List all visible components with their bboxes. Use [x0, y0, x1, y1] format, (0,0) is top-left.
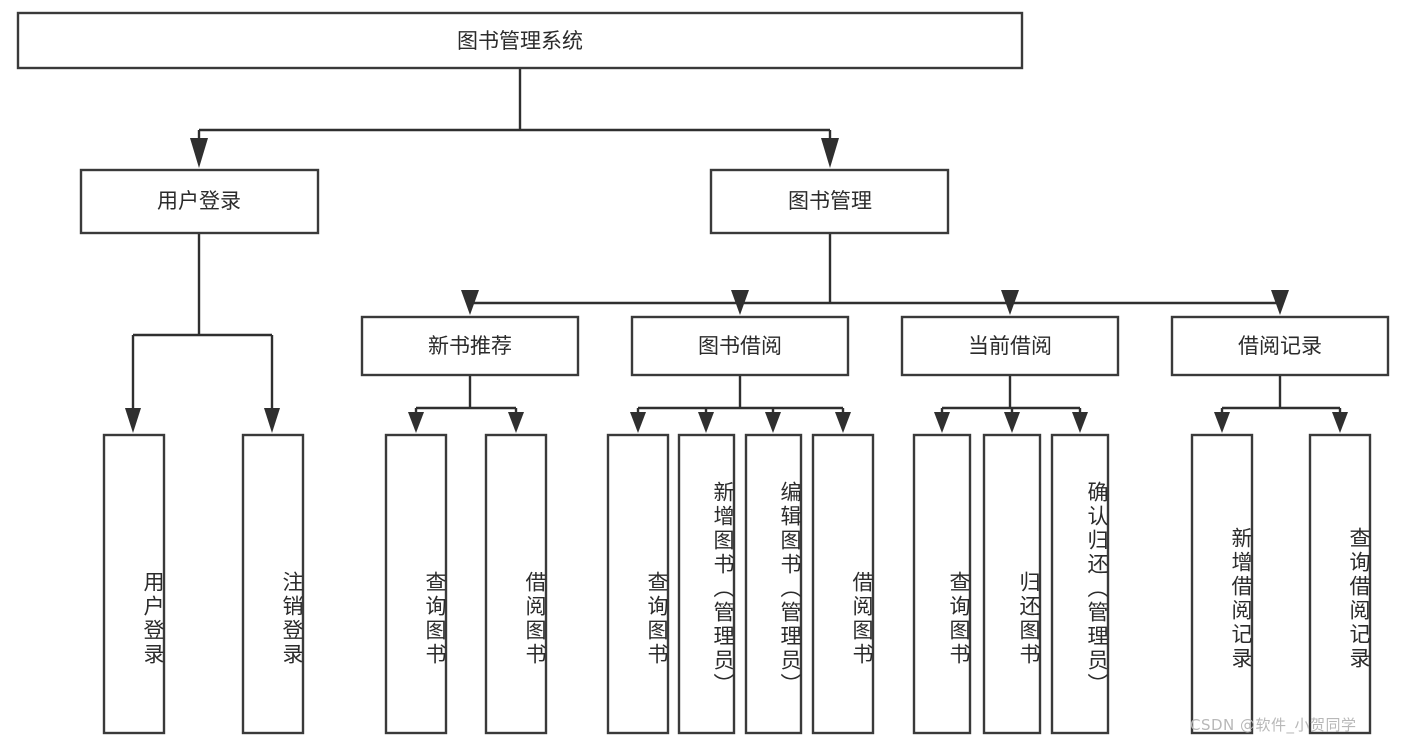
node-current-borrow-label: 当前借阅 [968, 334, 1052, 358]
node-leaf-user-login-box[interactable] [102, 433, 166, 735]
node-root-box[interactable] [16, 11, 1024, 70]
node-leaf-confirm-return-box[interactable] [1050, 433, 1110, 735]
node-leaf-query-book-1-box[interactable] [384, 433, 448, 735]
node-book-manage-label: 图书管理 [788, 189, 872, 213]
connector-group-book-manage-children [461, 233, 1289, 315]
arrow-head-leaf-borrow-book-2 [835, 412, 851, 433]
arrow-head-leaf-query-book-2 [630, 412, 646, 433]
connector-group-book-borrow-children [630, 375, 851, 433]
node-current-borrow-box[interactable] [900, 315, 1120, 377]
node-root[interactable]: 图书管理系统 [16, 11, 1024, 70]
node-user-login-label: 用户登录 [157, 189, 241, 213]
arrow-head-leaf-query-record [1332, 412, 1348, 433]
arrow-head-leaf-add-record [1214, 412, 1230, 433]
arrow-head-leaf-query-book-3 [934, 412, 950, 433]
node-leaf-logout-box[interactable] [241, 433, 305, 735]
connector-group-borrow-record-children [1214, 375, 1348, 433]
leaf-boxes-group [102, 433, 1372, 735]
node-leaf-add-record-box[interactable] [1190, 433, 1254, 735]
arrow-head-leaf-confirm-return [1072, 412, 1088, 433]
connector-group-user-login-children [125, 233, 280, 433]
arrow-head-user-login [190, 138, 208, 168]
node-borrow-record-label: 借阅记录 [1238, 334, 1322, 358]
node-book-manage-box[interactable] [709, 168, 950, 235]
arrow-head-leaf-add-book [698, 412, 714, 433]
node-user-login[interactable]: 用户登录 [79, 168, 320, 235]
arrow-head-new-book-rec [461, 290, 479, 315]
node-new-book-rec-box[interactable] [360, 315, 580, 377]
arrow-head-leaf-return-book [1004, 412, 1020, 433]
arrow-head-leaf-user-login [125, 408, 141, 433]
arrow-head-current-borrow [1001, 290, 1019, 315]
node-borrow-record[interactable]: 借阅记录 [1170, 315, 1390, 377]
node-leaf-borrow-book-2-box[interactable] [811, 433, 875, 735]
node-leaf-add-book-box[interactable] [677, 433, 736, 735]
arrow-head-book-borrow [731, 290, 749, 315]
node-new-book-rec-label: 新书推荐 [428, 334, 512, 358]
node-book-manage[interactable]: 图书管理 [709, 168, 950, 235]
node-leaf-query-book-2-box[interactable] [606, 433, 670, 735]
node-book-borrow[interactable]: 图书借阅 [630, 315, 850, 377]
node-leaf-query-book-3-box[interactable] [912, 433, 972, 735]
node-new-book-rec[interactable]: 新书推荐 [360, 315, 580, 377]
node-book-borrow-label: 图书借阅 [698, 334, 782, 358]
node-root-label: 图书管理系统 [457, 29, 583, 53]
arrow-head-borrow-record [1271, 290, 1289, 315]
node-leaf-query-record-box[interactable] [1308, 433, 1372, 735]
node-leaf-return-book-box[interactable] [982, 433, 1042, 735]
arrow-head-leaf-borrow-book-1 [508, 412, 524, 433]
connector-group-current-borrow-children [934, 375, 1088, 433]
connector-group-new-book-rec-children [408, 375, 524, 433]
node-current-borrow[interactable]: 当前借阅 [900, 315, 1120, 377]
node-leaf-borrow-book-1-box[interactable] [484, 433, 548, 735]
connector-group-root-to-level2 [190, 68, 839, 168]
csdn-watermark: CSDN @软件_小贺同学 [1190, 716, 1357, 734]
arrow-head-leaf-logout [264, 408, 280, 433]
node-leaf-edit-book-box[interactable] [744, 433, 803, 735]
arrow-head-leaf-edit-book [765, 412, 781, 433]
node-borrow-record-box[interactable] [1170, 315, 1390, 377]
node-book-borrow-box[interactable] [630, 315, 850, 377]
node-user-login-box[interactable] [79, 168, 320, 235]
arrow-head-book-manage [821, 138, 839, 168]
arrow-head-leaf-query-book-1 [408, 412, 424, 433]
